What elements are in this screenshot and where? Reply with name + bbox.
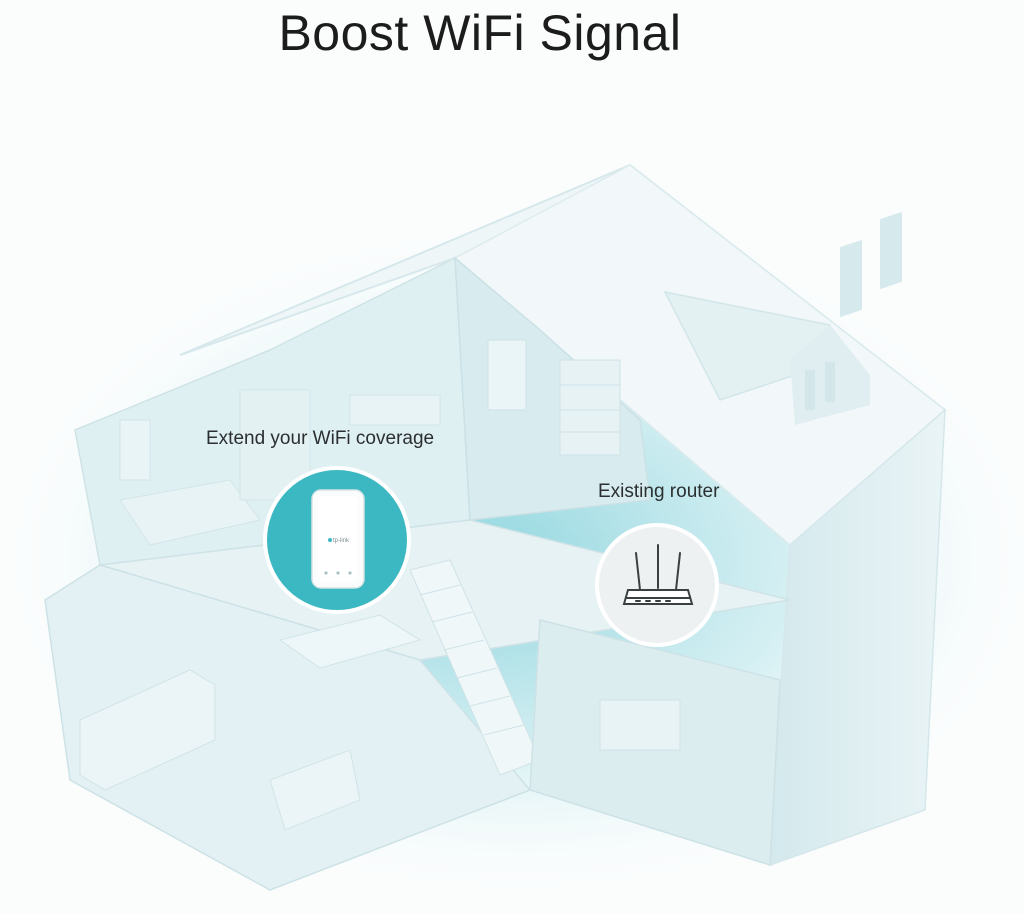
bed <box>119 479 261 546</box>
side-window <box>840 239 862 318</box>
window-upper-left <box>119 419 151 481</box>
dormer-window <box>805 370 815 410</box>
extender-callout-label: Extend your WiFi coverage <box>206 428 435 449</box>
router-icon <box>622 544 694 605</box>
sofa <box>269 749 361 831</box>
router-callout-label: Existing router <box>598 481 720 502</box>
cabinet <box>599 699 681 751</box>
status-led-icon <box>324 571 328 575</box>
side-window <box>880 211 902 290</box>
router-badge <box>595 523 719 647</box>
bookshelf <box>559 359 621 456</box>
brand-logo-icon <box>328 538 332 542</box>
status-led-icon <box>336 571 340 575</box>
dining-table <box>278 614 422 669</box>
kitchen-counter <box>79 669 216 791</box>
page-title: Boost WiFi Signal <box>278 5 682 61</box>
attic-window <box>487 339 527 411</box>
right-wall <box>769 408 946 867</box>
desk <box>349 394 441 426</box>
extender-badge: tp-link <box>263 466 411 614</box>
dormer-window <box>825 362 835 402</box>
brand-mark: tp-link <box>333 538 350 544</box>
status-led-icon <box>348 571 352 575</box>
